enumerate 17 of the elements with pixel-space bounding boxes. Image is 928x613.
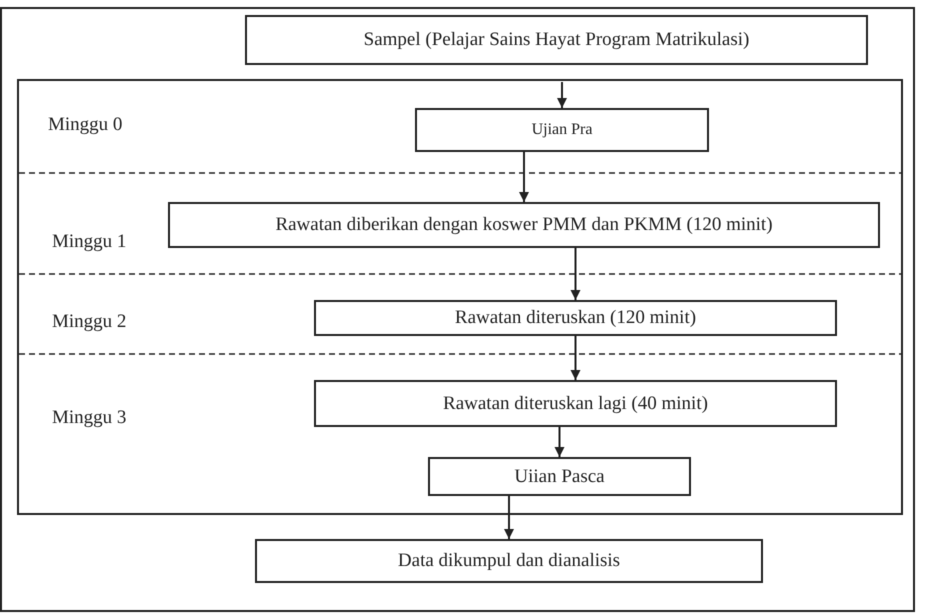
arrow	[570, 248, 580, 300]
arrow	[554, 427, 564, 457]
process-box: Ujian Pra	[415, 108, 709, 152]
process-box: Uiian Pasca	[428, 457, 691, 496]
arrow	[570, 336, 580, 380]
arrow	[557, 82, 567, 108]
week-label: Minggu 1	[52, 231, 126, 253]
week-label: Minggu 2	[52, 311, 126, 333]
process-box: Rawatan diteruskan lagi (40 minit)	[314, 380, 837, 427]
process-box: Rawatan diberikan dengan koswer PMM dan PKMM (120 minit)	[168, 202, 880, 248]
arrow	[504, 496, 514, 539]
week-label: Minggu 0	[48, 114, 122, 136]
process-box: Data dikumpul dan dianalisis	[255, 539, 763, 583]
week-label: Minggu 3	[52, 407, 126, 429]
arrow	[519, 152, 529, 202]
process-box: Sampel (Pelajar Sains Hayat Program Matrikulasi)	[245, 15, 868, 65]
process-box: Rawatan diteruskan (120 minit)	[314, 300, 837, 336]
